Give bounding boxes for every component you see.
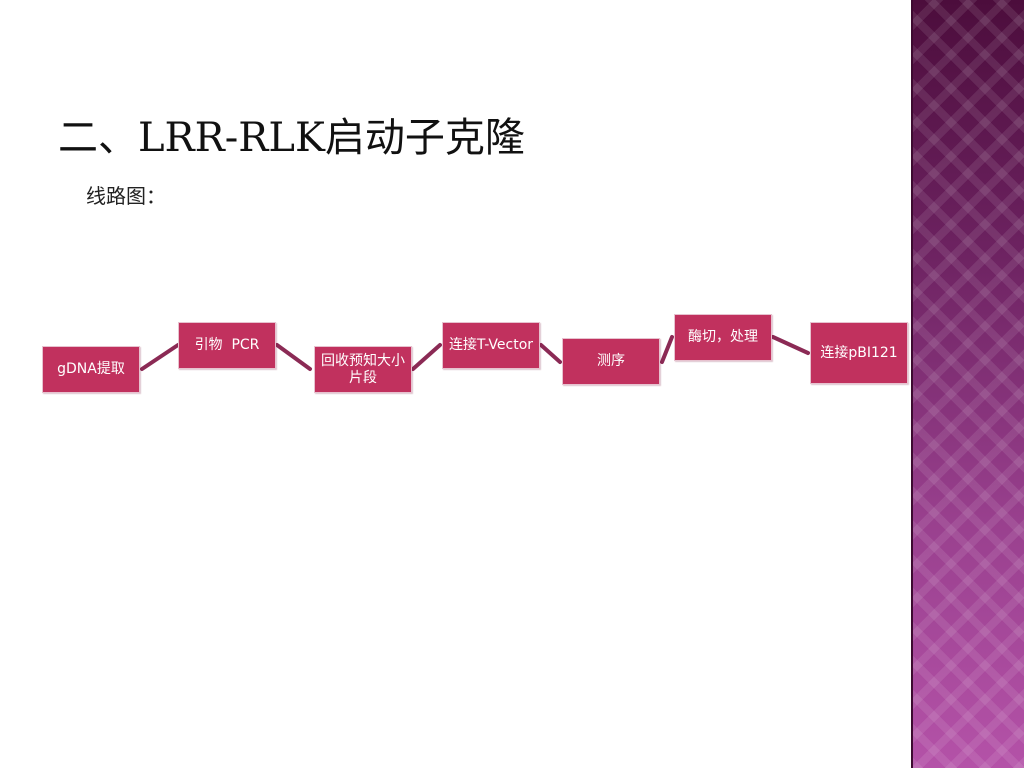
- side-band-edge: [911, 0, 913, 768]
- connector-5: [660, 335, 674, 364]
- slide-title: 二、LRR-RLK启动子克隆: [58, 115, 525, 161]
- connector-4: [539, 343, 562, 364]
- step-gdna-extraction: gDNA提取: [42, 346, 140, 393]
- step-label: 酶切，处理: [688, 329, 758, 345]
- decorative-side-band: [912, 0, 1024, 768]
- step-t-vector-ligation: 连接T-Vector: [442, 322, 540, 369]
- slide-subtitle: 线路图：: [86, 184, 166, 208]
- step-sequencing: 测序: [562, 338, 660, 385]
- step-label: 连接pBI121: [820, 344, 898, 361]
- connector-6: [771, 335, 810, 355]
- step-label: 引物 PCR: [194, 337, 260, 353]
- step-label: gDNA提取: [57, 361, 125, 377]
- step-primer-pcr: 引物 PCR: [178, 322, 276, 369]
- step-recover-fragment: 回收预知大小片段: [314, 346, 412, 393]
- connector-3: [411, 343, 442, 371]
- step-label: 测序: [597, 353, 625, 369]
- step-label: 连接T-Vector: [448, 337, 534, 353]
- connector-2: [275, 343, 312, 371]
- step-digestion: 酶切，处理: [674, 314, 772, 361]
- step-pbi121-ligation: 连接pBI121: [810, 322, 908, 384]
- connector-1: [140, 343, 180, 371]
- step-label: 回收预知大小片段: [321, 352, 405, 386]
